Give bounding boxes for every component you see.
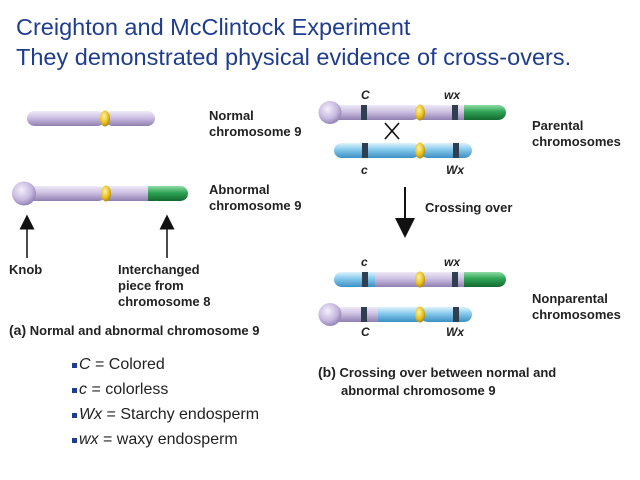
band-Wx	[453, 307, 459, 322]
parental-chromosomes-label: Parental chromosomes	[532, 118, 621, 149]
centromere	[100, 110, 110, 127]
gene-label-nonparental-top-left: c	[361, 255, 368, 269]
legend-item: Wx = Starchy endosperm	[72, 406, 259, 424]
gene-label-nonparental-bottom-right: Wx	[446, 325, 464, 339]
bullet-icon	[72, 363, 77, 368]
nonparental-chromosome-top	[334, 271, 506, 288]
centromere	[415, 104, 425, 121]
parental-chromosome-top	[318, 101, 506, 124]
abnormal-chromosome-label: Abnormal chromosome 9	[209, 182, 302, 213]
bullet-icon	[72, 413, 77, 418]
crossing-over-label: Crossing over	[425, 200, 513, 215]
caption-a-text: Normal and abnormal chromosome 9	[29, 323, 260, 338]
centromere	[415, 306, 425, 323]
band-wx	[452, 272, 458, 287]
gene-label-top-left: C	[361, 88, 370, 102]
nonparental-chromosomes-label: Nonparental chromosomes	[532, 291, 621, 322]
knob-label: Knob	[9, 262, 43, 277]
legend-item: c = colorless	[72, 381, 168, 399]
interchanged-piece-label: Interchanged piece from chromosome 8	[118, 262, 211, 309]
gene-label-parental-bottom-right: Wx	[446, 163, 464, 177]
centromere	[415, 271, 425, 288]
interchanged-piece	[150, 186, 188, 201]
bullet-icon	[72, 438, 77, 443]
crossover-x-mark	[384, 122, 400, 140]
band-wx	[452, 105, 458, 120]
title-line-2: They demonstrated physical evidence of c…	[16, 44, 572, 70]
legend-item: C = Colored	[72, 356, 165, 374]
caption-b: (b) Crossing over between normal and abn…	[318, 363, 556, 400]
gene-label-nonparental-bottom-left: C	[361, 325, 370, 339]
knob	[12, 181, 36, 206]
gene-label-nonparental-top-right: wx	[444, 255, 461, 269]
gene-label-parental-bottom-left: c	[361, 163, 368, 177]
caption-b-letter: (b)	[318, 364, 336, 380]
caption-b-line-1: Crossing over between normal and	[339, 365, 557, 380]
centromere	[415, 142, 425, 159]
normal-chromosome-9	[27, 110, 155, 127]
band-C	[361, 307, 367, 322]
knob	[318, 101, 342, 124]
legend-item: wx = waxy endosperm	[72, 431, 238, 449]
band-c	[362, 143, 368, 158]
knob	[318, 303, 342, 326]
bullet-icon	[72, 388, 77, 393]
band-C	[361, 105, 367, 120]
caption-a: (a) Normal and abnormal chromosome 9	[9, 321, 259, 340]
centromere	[101, 185, 111, 202]
gene-label-top-right: wx	[444, 88, 461, 102]
normal-chromosome-label: Normal chromosome 9	[209, 108, 302, 139]
band-Wx	[453, 143, 459, 158]
parental-chromosome-bottom	[334, 142, 472, 159]
caption-a-letter: (a)	[9, 322, 27, 338]
nonparental-chromosome-bottom	[318, 303, 472, 326]
band-c	[362, 272, 368, 287]
title-line-1: Creighton and McClintock Experiment	[16, 14, 411, 40]
caption-b-line-2: abnormal chromosome 9	[341, 383, 496, 398]
abnormal-chromosome-9	[12, 181, 188, 206]
